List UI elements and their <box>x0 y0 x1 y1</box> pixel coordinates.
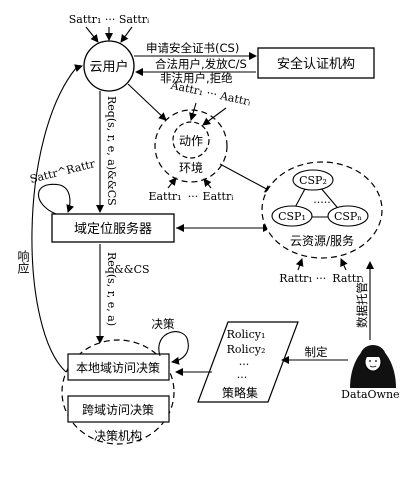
action-label: 动作 <box>179 134 203 148</box>
rattr-right: Rattrᵢ <box>332 272 364 285</box>
rattr-left: Rattr₁ <box>279 272 313 285</box>
domain-server-box <box>51 213 175 243</box>
environment-label: 环境 <box>179 160 203 175</box>
data-owner-label: DataOwner <box>341 388 400 401</box>
env-to-cloud-arrow <box>219 163 273 193</box>
cert-authority-label: 安全认证机构 <box>277 56 355 72</box>
request-label-2: Req(s, r, e, a) <box>105 252 118 326</box>
rattr-arrows <box>295 258 348 271</box>
cert-request-text: 申请安全证书(CS) <box>146 41 239 55</box>
action-node <box>172 121 210 159</box>
csp-left-label: CSP₁ <box>278 210 306 223</box>
policy-item-3: ··· <box>239 358 250 371</box>
env-attr-right: Eattrᵢ <box>203 190 235 203</box>
cross-decision-box <box>67 395 170 423</box>
cert-authority-box <box>257 47 375 79</box>
csp-top-label: CSP₂ <box>299 174 327 187</box>
cert-flow-arrows <box>134 52 257 76</box>
cloud-user-node <box>83 40 135 92</box>
policy-item-4: ··· <box>237 371 248 384</box>
cert-issue-text: 合法用户,发放C/S <box>155 57 247 71</box>
response-label: 响应 <box>16 249 30 274</box>
cloud-resources-label: 云资源/服务 <box>290 233 354 248</box>
local-decision-label: 本地域访问决策 <box>76 361 160 375</box>
decision-org-label: 决策机构 <box>94 428 142 443</box>
action-attr-arrows <box>189 102 227 126</box>
environment-node <box>154 109 228 183</box>
domain-server-label: 域定位服务器 <box>74 221 152 237</box>
request-label-1: Req(s, r, e, a)&&CS <box>105 96 118 206</box>
make-label: 制定 <box>305 345 328 359</box>
decision-loop-label: 决策 <box>152 317 175 331</box>
sattr-rattr-loop <box>38 183 75 215</box>
policy-set-box <box>197 321 299 403</box>
csp-right-node <box>327 205 369 227</box>
user-attr-arrows <box>85 26 133 43</box>
env-attr-dots: ··· <box>188 190 199 203</box>
response-path <box>31 64 83 373</box>
policy-item-1: Rolicy₁ <box>227 328 266 341</box>
csp-dots: ····· <box>313 196 330 209</box>
cloud-resources-node <box>261 161 383 259</box>
data-owner-icon <box>350 345 396 388</box>
request-label-2b: &&CS <box>114 263 150 276</box>
env-attr-arrows <box>167 177 212 189</box>
cross-decision-label: 跨域访问决策 <box>82 403 154 417</box>
cert-reject-text: 非法用户,拒绝 <box>160 71 233 85</box>
csp-left-node <box>271 205 313 227</box>
policy-set-label: 策略集 <box>222 385 258 400</box>
data-hosting-label: 数据托管 <box>355 282 369 328</box>
cloud-user-attrs: Sattr₁ ··· Sattrᵢ <box>69 13 150 26</box>
user-to-env-arrow <box>127 83 167 121</box>
rattr-dots: ··· <box>316 272 327 285</box>
env-attr-left: Eattr₁ <box>148 190 181 203</box>
csp-right-label: CSPₙ <box>334 210 362 223</box>
csp-top-node <box>292 169 334 191</box>
policy-item-2: Rolicy₂ <box>227 343 266 356</box>
local-decision-box <box>67 353 170 381</box>
decision-loop <box>158 331 189 365</box>
cloud-user-label: 云用户 <box>89 59 128 75</box>
